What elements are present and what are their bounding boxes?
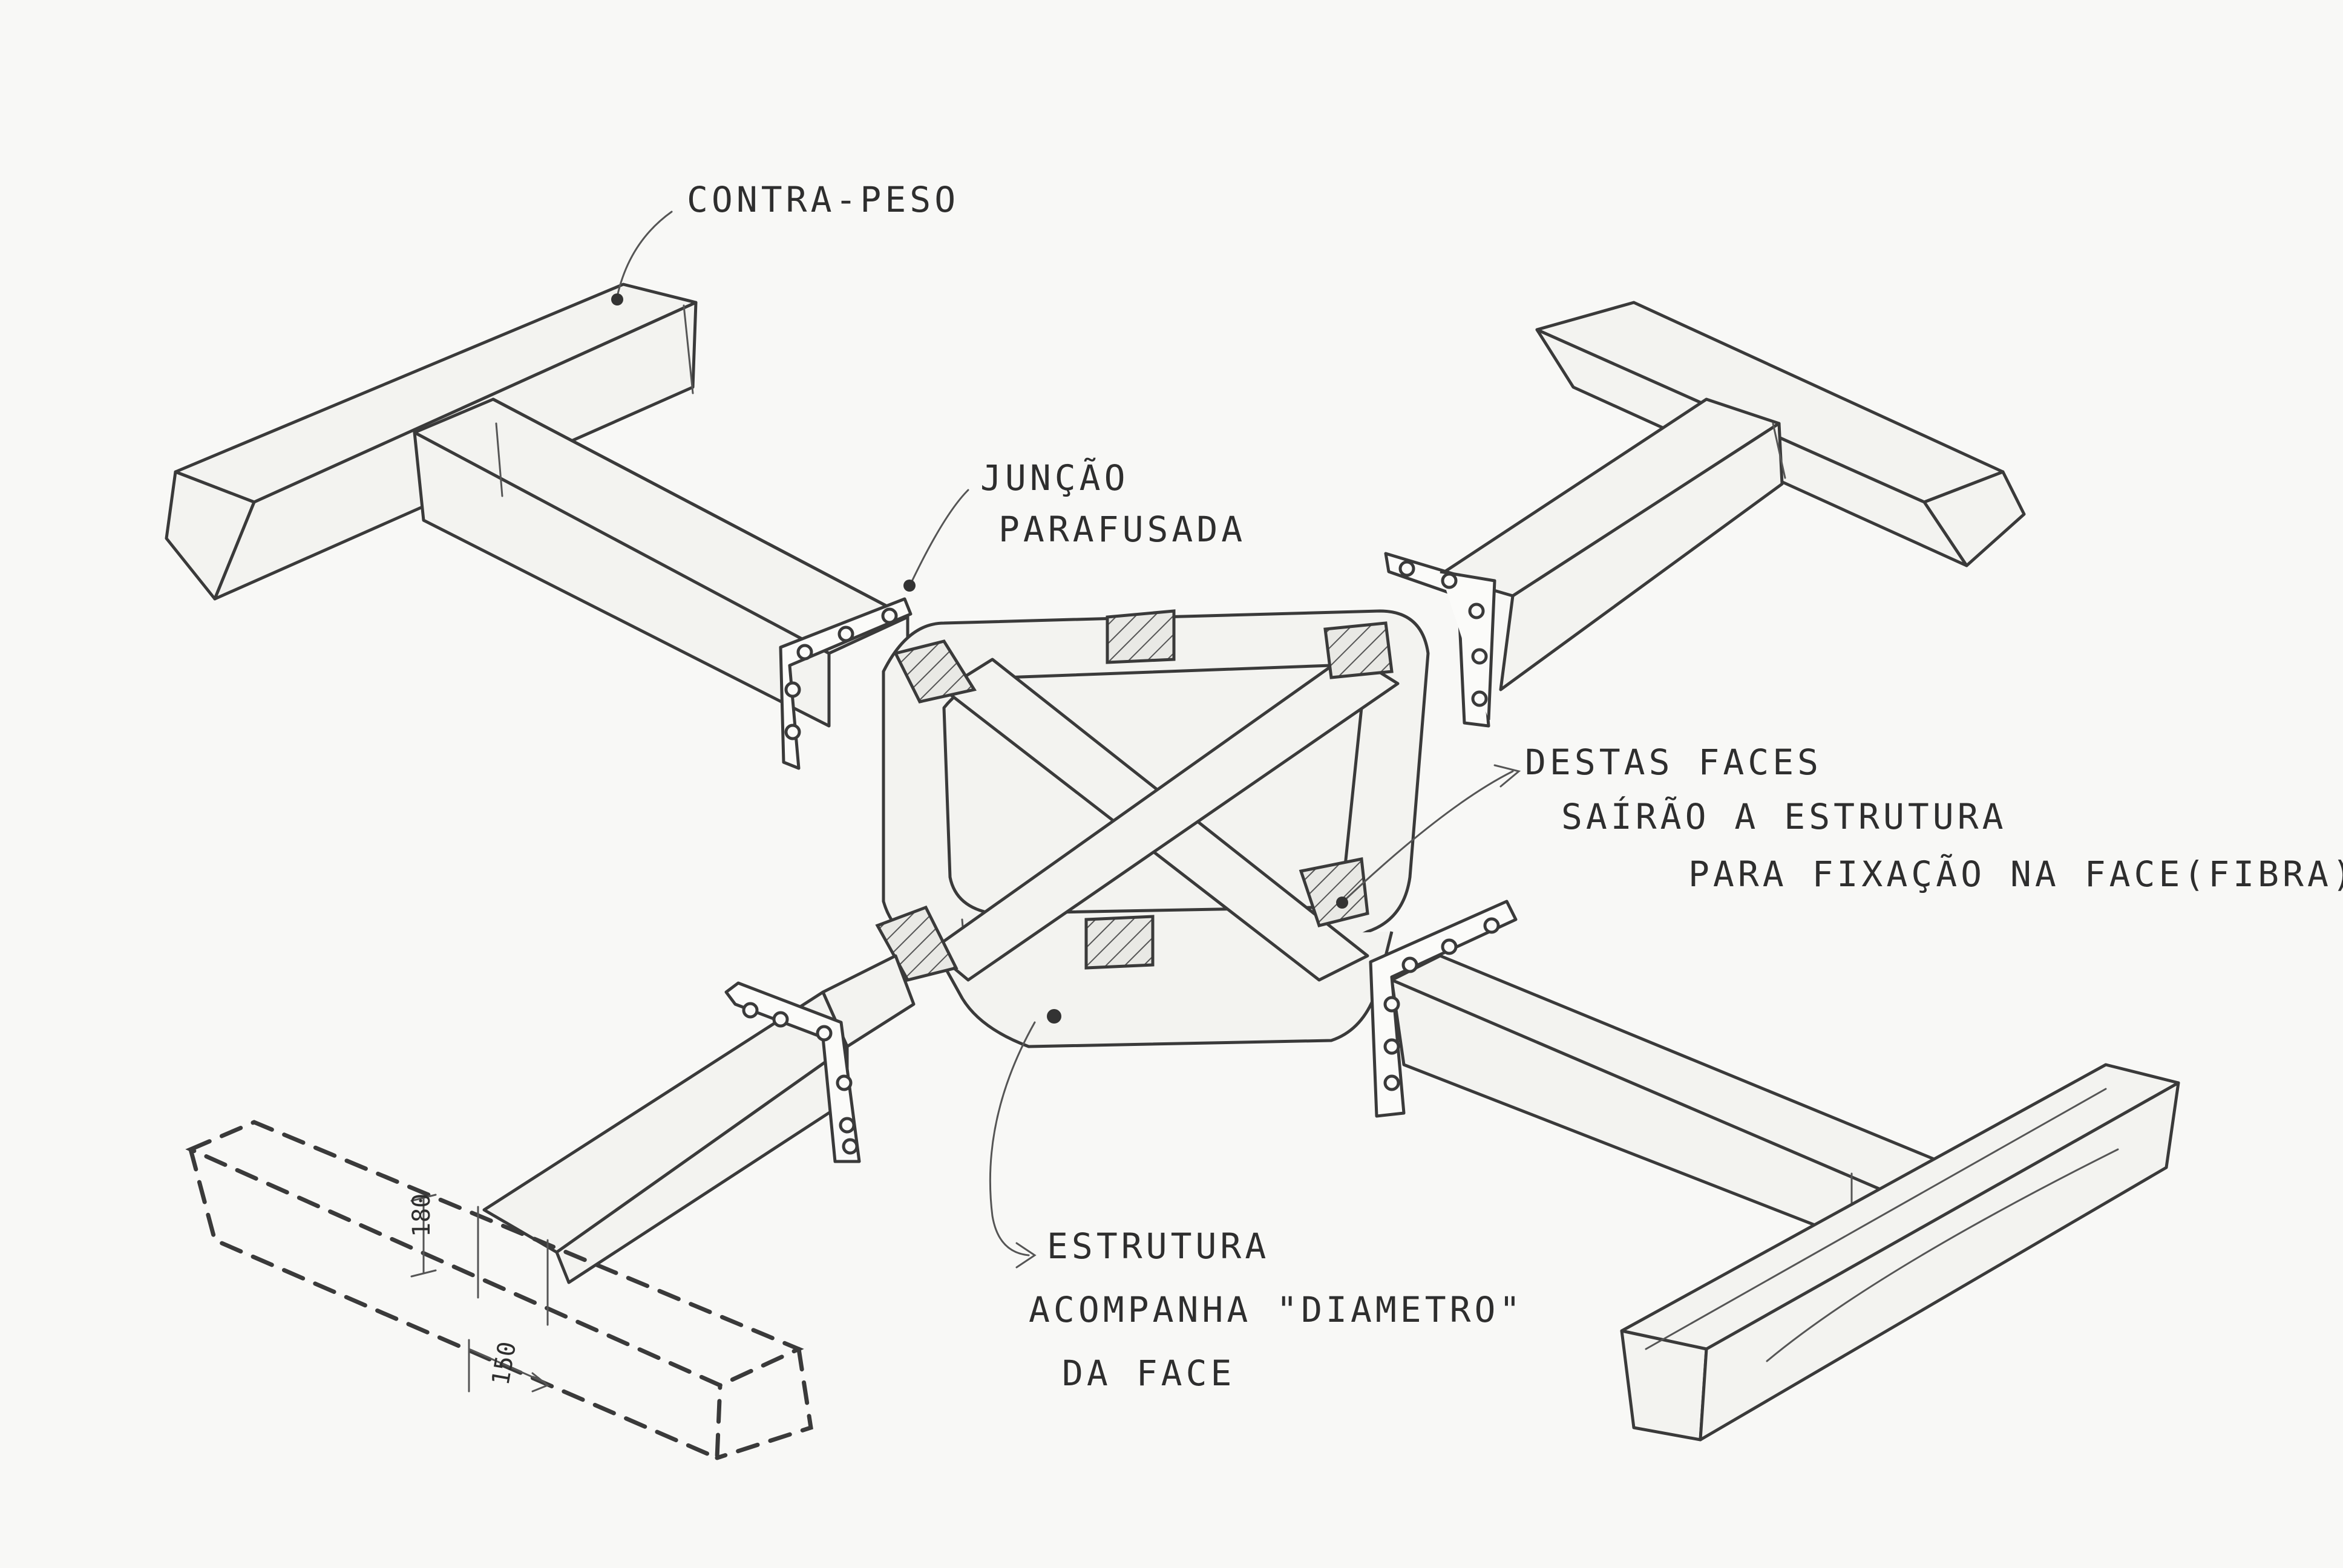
bolt-icon xyxy=(784,681,801,698)
bolt-icon xyxy=(1398,560,1415,577)
bolt-icon xyxy=(1468,603,1485,619)
bolt-icon xyxy=(1383,1038,1400,1055)
dimension-height-label: 180 xyxy=(408,1194,436,1237)
counterweight-front-left-dashed xyxy=(185,1120,813,1462)
label-estrutura-line1: ESTRUTURA xyxy=(1047,1226,1270,1267)
label-destas-line2: SAÍRÃO A ESTRUTURA xyxy=(1561,795,2007,837)
dimension-height: 180 xyxy=(408,1194,437,1278)
central-frame xyxy=(875,609,1430,1048)
dimension-width: 150 xyxy=(468,1339,549,1393)
bolt-icon xyxy=(881,607,898,624)
bolt-icon xyxy=(839,1117,856,1134)
bolt-icon xyxy=(1383,996,1400,1013)
bolt-icon xyxy=(742,1002,759,1019)
marker-dot xyxy=(1047,1009,1061,1024)
arm-back-left xyxy=(165,283,913,770)
bolt-icon xyxy=(1471,690,1488,707)
leader-juncao xyxy=(903,489,969,592)
arm-front-right xyxy=(1369,900,2180,1442)
bolt-icon xyxy=(842,1138,859,1155)
bolted-plate-front-left xyxy=(724,981,861,1163)
bolt-icon xyxy=(784,724,801,740)
bolted-plate-back-left xyxy=(779,597,913,770)
bolt-icon xyxy=(1483,917,1500,934)
leader-contra-peso xyxy=(611,211,673,305)
bolt-icon xyxy=(796,644,813,661)
bolt-icon xyxy=(1383,1074,1400,1091)
counterweight-front-right xyxy=(1620,1063,2180,1442)
bolt-icon xyxy=(836,1074,853,1091)
label-destas-line1: DESTAS FACES xyxy=(1525,742,1822,783)
label-destas-line3: PARA FIXAÇÃO NA FACE(FIBRA) xyxy=(1688,854,2343,895)
label-juncao-line1: JUNÇÃO xyxy=(980,457,1129,498)
arm-back-right xyxy=(1384,301,2026,728)
arm-front-left: 180 150 xyxy=(185,954,916,1462)
leader-destas-faces xyxy=(1336,764,1521,909)
leader-estrutura xyxy=(989,1021,1037,1269)
bolt-icon xyxy=(816,1025,833,1042)
bolt-icon xyxy=(1401,956,1418,973)
label-estrutura-line3: DA FACE xyxy=(1062,1353,1235,1394)
bolt-icon xyxy=(837,626,854,642)
bolted-plate-back-right xyxy=(1384,552,1496,728)
bolted-plate-front-right xyxy=(1369,900,1518,1118)
bolt-icon xyxy=(1441,572,1458,589)
label-contra-peso: CONTRA-PESO xyxy=(687,179,959,220)
dimension-width-label: 150 xyxy=(487,1339,522,1387)
label-juncao-line2: PARAFUSADA xyxy=(998,509,1246,550)
bolt-icon xyxy=(1471,648,1488,665)
bolt-icon xyxy=(1441,938,1458,955)
bolt-icon xyxy=(772,1011,789,1028)
label-estrutura-line2: ACOMPANHA "DIAMETRO" xyxy=(1029,1289,1524,1330)
